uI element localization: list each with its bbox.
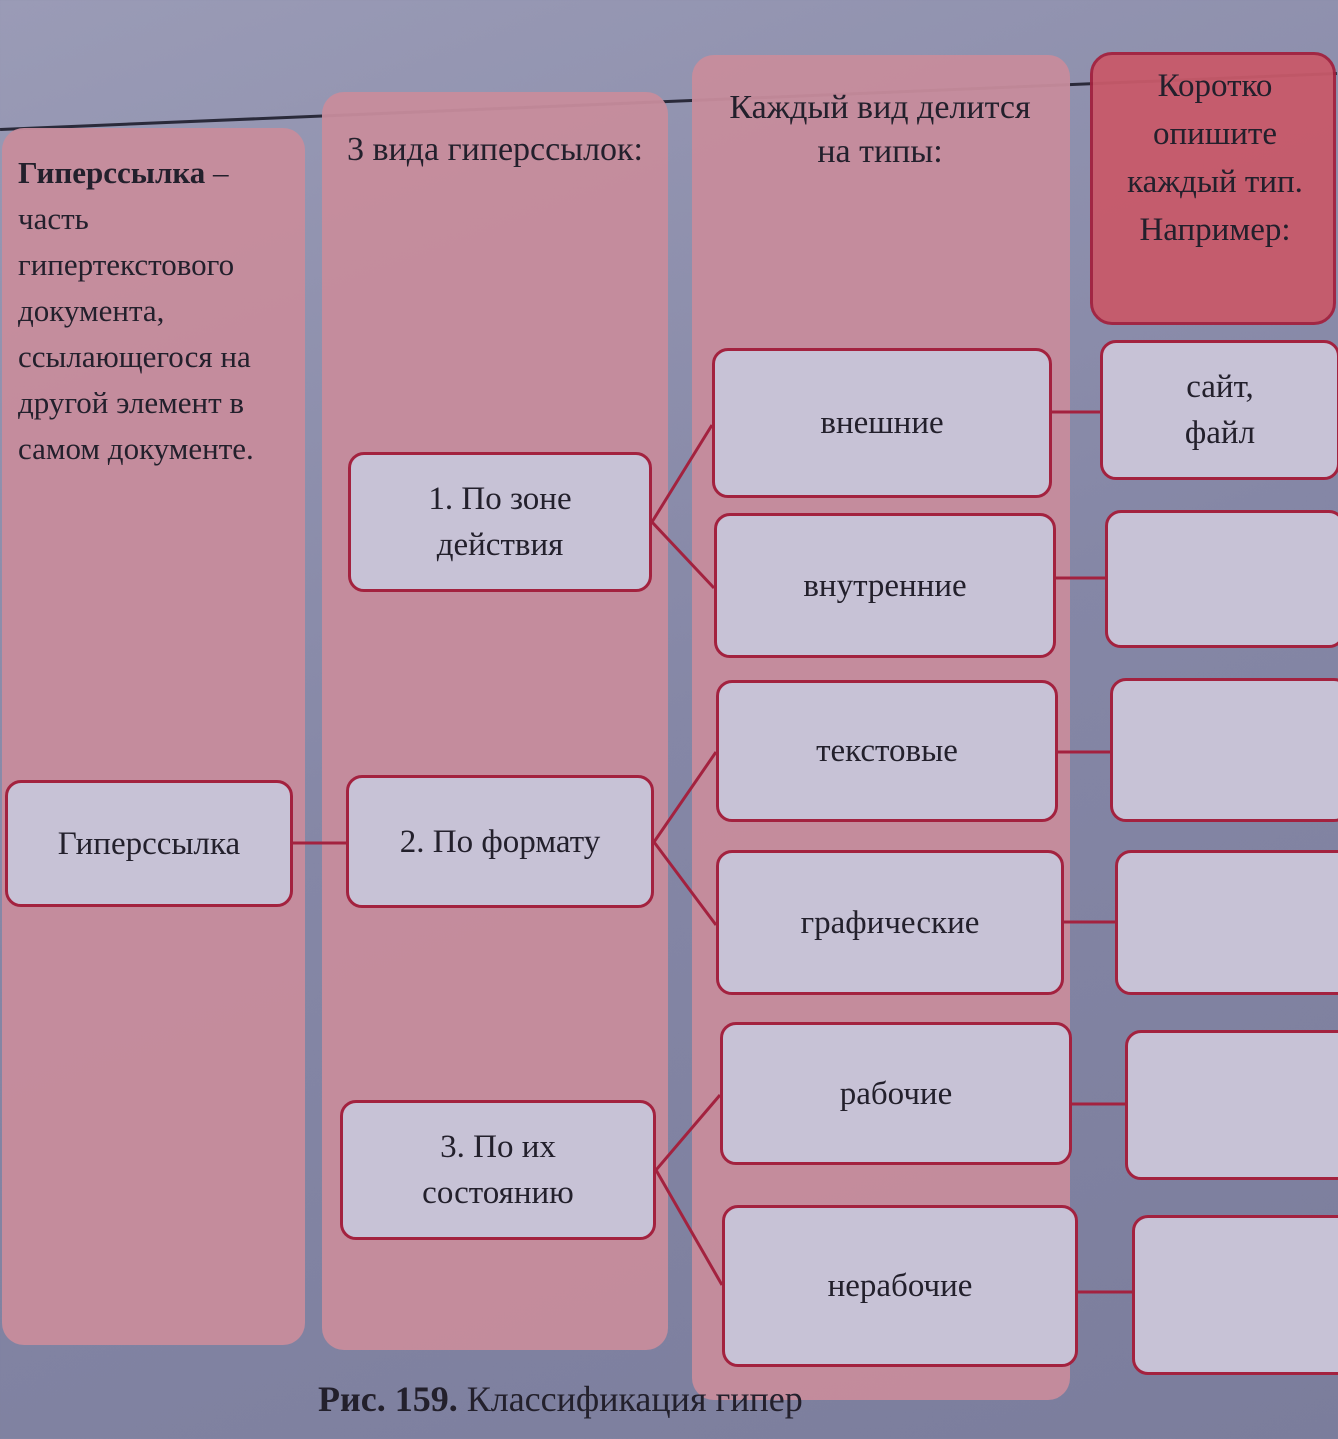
types-header: Каждый вид делится на типы: xyxy=(729,89,1031,170)
column-definition xyxy=(2,128,305,1345)
description-box[interactable]: сайт, файл xyxy=(1100,340,1338,480)
kind-box: 3. По их состоянию xyxy=(340,1100,656,1240)
type-box: внешние xyxy=(712,348,1052,498)
column-descriptions-header xyxy=(1090,52,1336,325)
description-box[interactable] xyxy=(1105,510,1338,648)
caption-number: Рис. 159. xyxy=(318,1379,458,1419)
kinds-header: 3 вида гиперссылок: xyxy=(346,131,644,168)
description-box[interactable] xyxy=(1132,1215,1338,1375)
description-box[interactable] xyxy=(1125,1030,1338,1180)
type-box: нерабочие xyxy=(722,1205,1078,1367)
type-box: графические xyxy=(716,850,1064,995)
type-box: рабочие xyxy=(720,1022,1072,1165)
kind-box: 1. По зоне действия xyxy=(348,452,652,592)
description-box[interactable] xyxy=(1115,850,1338,995)
type-box: текстовые xyxy=(716,680,1058,822)
root-box: Гиперссылка xyxy=(5,780,293,907)
definition-text: – часть гипертекстового документа, ссыла… xyxy=(18,155,254,466)
descriptions-header: Коротко опишите каждый тип. Например: xyxy=(1127,68,1303,248)
kind-box: 2. По формату xyxy=(346,775,654,908)
figure-caption: Рис. 159. Классификация гипер xyxy=(318,1378,803,1420)
type-box: внутренние xyxy=(714,513,1056,658)
hyperlink-definition: Гиперссылка – часть гипертекстового доку… xyxy=(18,150,298,472)
caption-text: Классификация гипер xyxy=(457,1379,803,1419)
description-box[interactable] xyxy=(1110,678,1338,822)
definition-term: Гиперссылка xyxy=(18,155,206,190)
